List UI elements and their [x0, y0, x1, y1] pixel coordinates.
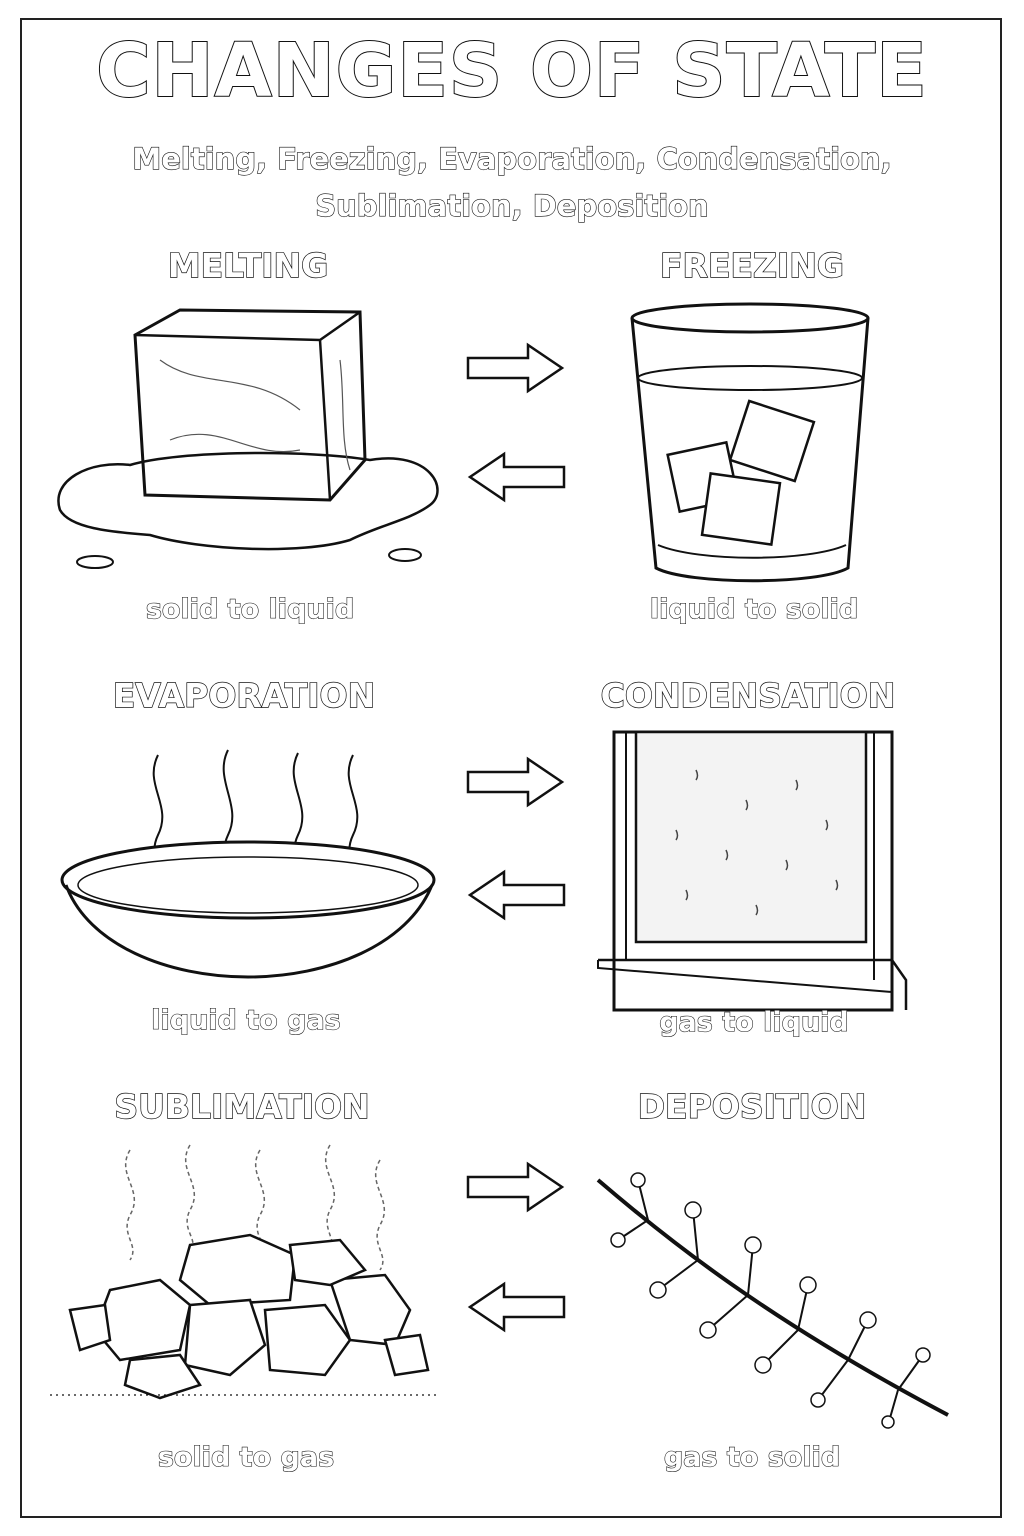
heading-sublimation: SUBLIMATION — [114, 1086, 371, 1126]
caption-evaporation: liquid to gas — [151, 1004, 342, 1036]
heading-melting: MELTING — [167, 245, 329, 285]
page-border — [20, 18, 1002, 1518]
dry-ice-rocks-icon — [50, 1144, 440, 1400]
arrow-right-icon — [466, 756, 565, 808]
caption-condensation: gas to liquid — [659, 1006, 850, 1038]
arrow-left-icon — [467, 1281, 566, 1333]
heading-evaporation: EVAPORATION — [112, 675, 376, 715]
caption-melting: solid to liquid — [145, 593, 355, 625]
heading-freezing: FREEZING — [659, 245, 844, 285]
bowl-with-vapor-icon — [60, 749, 436, 979]
arrow-left-icon — [467, 869, 566, 921]
foggy-window-icon — [597, 730, 908, 1012]
arrow-left-icon — [467, 451, 566, 503]
frosted-branch-icon — [596, 1172, 949, 1429]
caption-sublimation: solid to gas — [157, 1441, 335, 1473]
caption-deposition: gas to solid — [663, 1441, 841, 1473]
ice-cube-puddle-icon — [57, 308, 439, 569]
arrow-right-icon — [466, 342, 565, 394]
glass-with-ice-icon — [630, 302, 870, 583]
heading-deposition: DEPOSITION — [637, 1086, 867, 1126]
heading-condensation: CONDENSATION — [600, 675, 896, 715]
arrow-right-icon — [466, 1161, 565, 1213]
caption-freezing: liquid to solid — [649, 593, 859, 625]
page-title: CHANGES OF STATE — [95, 27, 928, 115]
page-subtitle: Melting, Freezing, Evaporation, Condensa… — [132, 141, 892, 223]
